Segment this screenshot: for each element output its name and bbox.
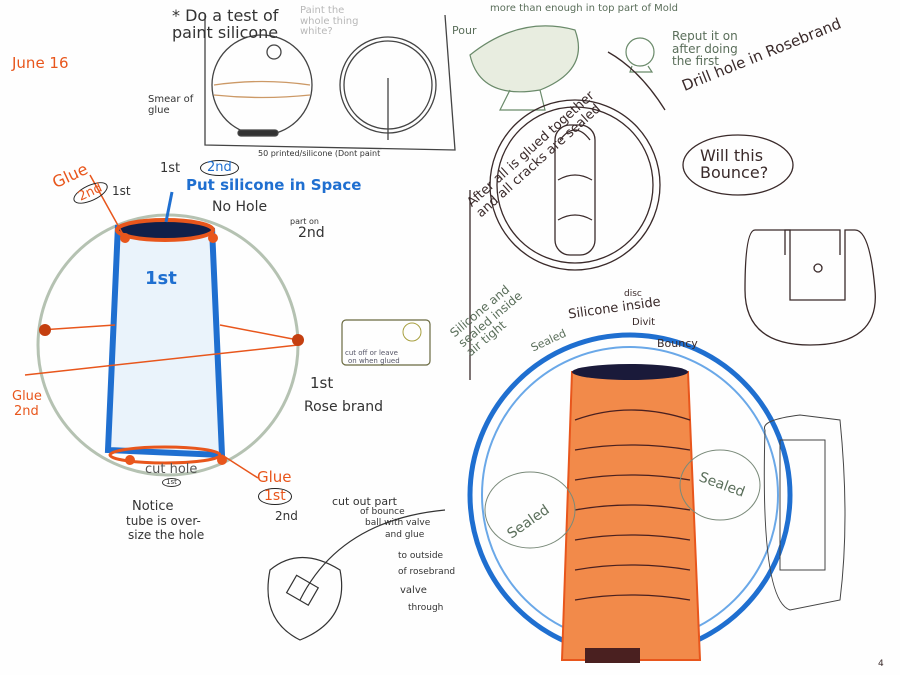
outside-line-4: through xyxy=(408,603,444,613)
order-1st: 1st xyxy=(160,161,181,176)
notice-line-1: Notice xyxy=(132,499,174,514)
paint-test-sketch xyxy=(204,14,456,151)
part-on-label: part on xyxy=(290,217,319,226)
cutoff-note-2: on when glued xyxy=(348,357,400,365)
silicone-note: Put silicone in Space xyxy=(186,176,362,194)
pour-note: more than enough in top part of Mold xyxy=(490,3,679,14)
glue-left-label: Glue xyxy=(12,389,42,404)
mold-bowl-sketch xyxy=(469,25,655,111)
bouncy-label: Bouncy xyxy=(657,337,698,350)
glue-left-2nd: 2nd xyxy=(14,404,39,419)
order-2nd: 2nd xyxy=(200,160,239,176)
paint-test-note: * Do a test of paint silicone xyxy=(172,6,279,42)
cutoff-note-1: cut off or leave xyxy=(345,349,398,357)
disc-label: disc xyxy=(624,289,642,299)
smear-label: Smear of glue xyxy=(148,94,194,116)
sealed-ball-sketch xyxy=(469,51,876,380)
glue-bottom-label: Glue xyxy=(257,468,292,486)
rose-1st-label: 1st xyxy=(310,374,334,392)
cut-out-line-1: cut out part xyxy=(332,495,397,508)
cut-out-line-4: and glue xyxy=(385,530,425,540)
outside-line-2: of rosebrand xyxy=(398,567,456,577)
cut-out-line-2: of bounce xyxy=(360,507,405,517)
outside-line-1: to outside xyxy=(398,551,444,561)
glue-bottom-2nd: 2nd xyxy=(275,509,298,523)
cut-out-line-3: ball with valve xyxy=(365,518,431,528)
date-label: June 16 xyxy=(12,54,69,72)
paint-white-note: Paint the whole thing white? xyxy=(300,5,359,37)
divit-label: Divit xyxy=(632,317,656,328)
reput-note: Reput it on after doing the first xyxy=(672,29,738,69)
bounce-question: Will this Bounce? xyxy=(700,146,769,182)
notice-line-3: size the hole xyxy=(128,528,205,542)
cut-hole-1st: 1st xyxy=(162,478,181,488)
glue-top-1st: 1st xyxy=(112,184,131,198)
part-on-2nd: 2nd xyxy=(298,225,325,241)
rose-brand-label: Rose brand xyxy=(304,399,384,415)
outside-line-3: valve xyxy=(400,585,427,596)
glue-bottom-1st: 1st xyxy=(258,488,292,505)
cut-hole-label: cut hole xyxy=(145,462,198,477)
rosebrand-ball-diagram xyxy=(24,174,431,479)
valve-sketch xyxy=(267,509,446,641)
bouncy-ball-diagram xyxy=(467,332,846,663)
notice-line-2: tube is over- xyxy=(126,514,201,528)
pour-label: Pour xyxy=(452,24,477,37)
tube-1st-label: 1st xyxy=(145,268,177,289)
no-hole-label: No Hole xyxy=(212,199,268,215)
printed-note: 50 printed/silicone (Dont paint xyxy=(258,149,381,158)
page-number: 4 xyxy=(878,659,884,669)
